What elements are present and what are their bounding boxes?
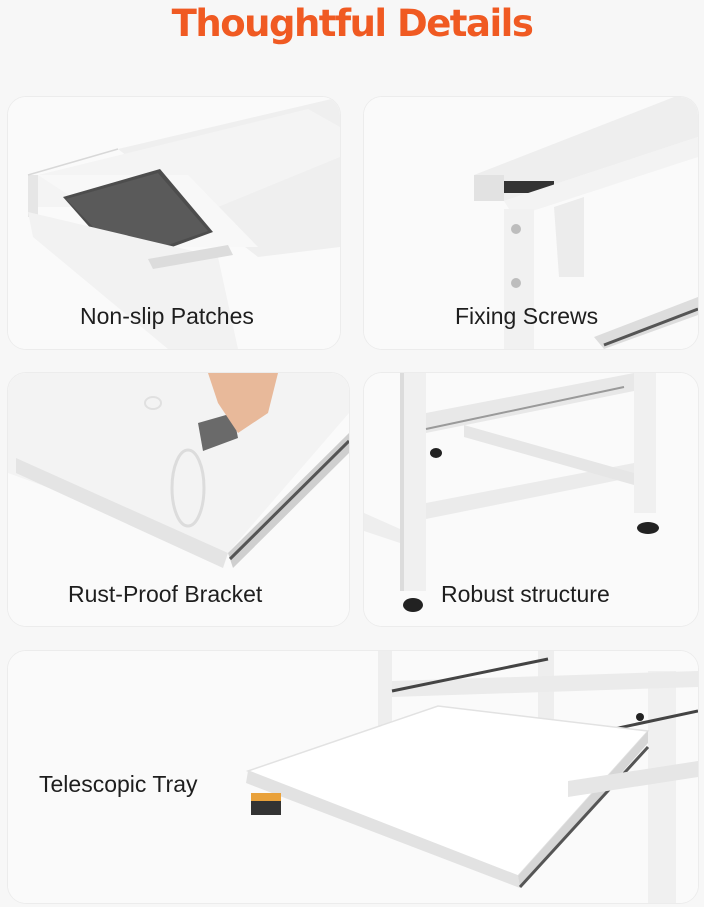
caption-fixing-screws: Fixing Screws — [455, 303, 599, 329]
non-slip-patch-photo — [8, 97, 340, 349]
caption-telescopic-tray: Telescopic Tray — [39, 771, 198, 797]
rust-proof-bracket-photo — [8, 373, 349, 626]
caption-robust-structure: Robust structure — [441, 581, 610, 607]
caption-rust-proof-bracket: Rust-Proof Bracket — [68, 581, 263, 607]
feature-card-telescopic-tray: Telescopic Tray — [8, 651, 698, 903]
feature-card-rust-proof-bracket: Rust-Proof Bracket — [8, 373, 349, 626]
caption-non-slip-patches: Non-slip Patches — [80, 303, 254, 329]
feature-card-robust-structure: Robust structure — [364, 373, 698, 626]
robust-structure-photo — [364, 373, 698, 626]
telescopic-tray-photo — [8, 651, 698, 903]
feature-card-fixing-screws: Fixing Screws — [364, 97, 698, 349]
fixing-screws-photo — [364, 97, 698, 349]
feature-card-non-slip-patches: Non-slip Patches — [8, 97, 340, 349]
page-title: Thoughtful Details — [171, 2, 534, 45]
